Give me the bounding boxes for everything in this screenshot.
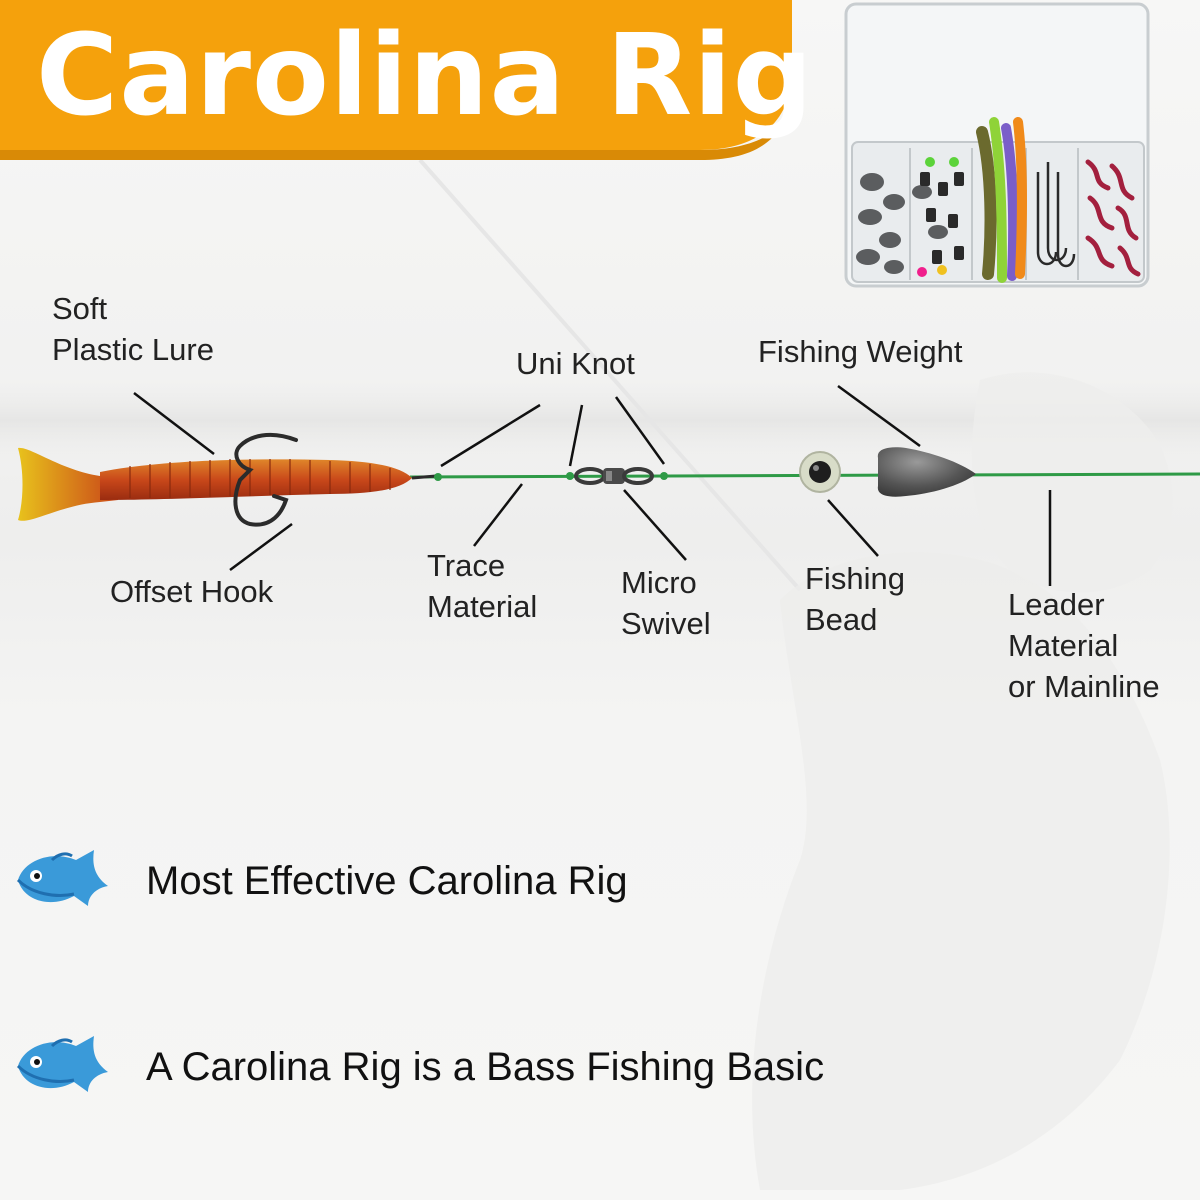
soft-plastic-lure-graphic (18, 447, 412, 521)
label-fishing-bead: Fishing Bead (805, 561, 905, 637)
fishing-weight-graphic (877, 447, 976, 497)
label-soft-plastic-lure: Soft Plastic Lure (52, 291, 214, 367)
label-trace-material: Trace Material (427, 548, 538, 624)
label-leader-material: Leader Material or Mainline (1008, 587, 1160, 704)
fishing-bead-graphic (799, 451, 841, 493)
label-offset-hook: Offset Hook (110, 574, 274, 609)
callout-lines (133, 384, 1052, 586)
label-micro-swivel: Micro Swivel (621, 565, 711, 641)
tackle-box-image (844, 2, 1150, 288)
fish-icon (16, 1036, 108, 1092)
bullet-1: Most Effective Carolina Rig (146, 859, 628, 903)
title-banner: Carolina Rig (0, 0, 813, 162)
bullet-2: A Carolina Rig is a Bass Fishing Basic (146, 1045, 825, 1089)
micro-swivel-graphic (566, 467, 668, 485)
label-fishing-weight: Fishing Weight (758, 334, 963, 369)
page-title: Carolina Rig (36, 11, 814, 141)
label-uni-knot: Uni Knot (516, 346, 635, 381)
fish-icon (16, 850, 108, 906)
uni-knot-1 (434, 473, 442, 481)
offset-hook-graphic (233, 432, 298, 527)
banner-shape (0, 0, 792, 160)
